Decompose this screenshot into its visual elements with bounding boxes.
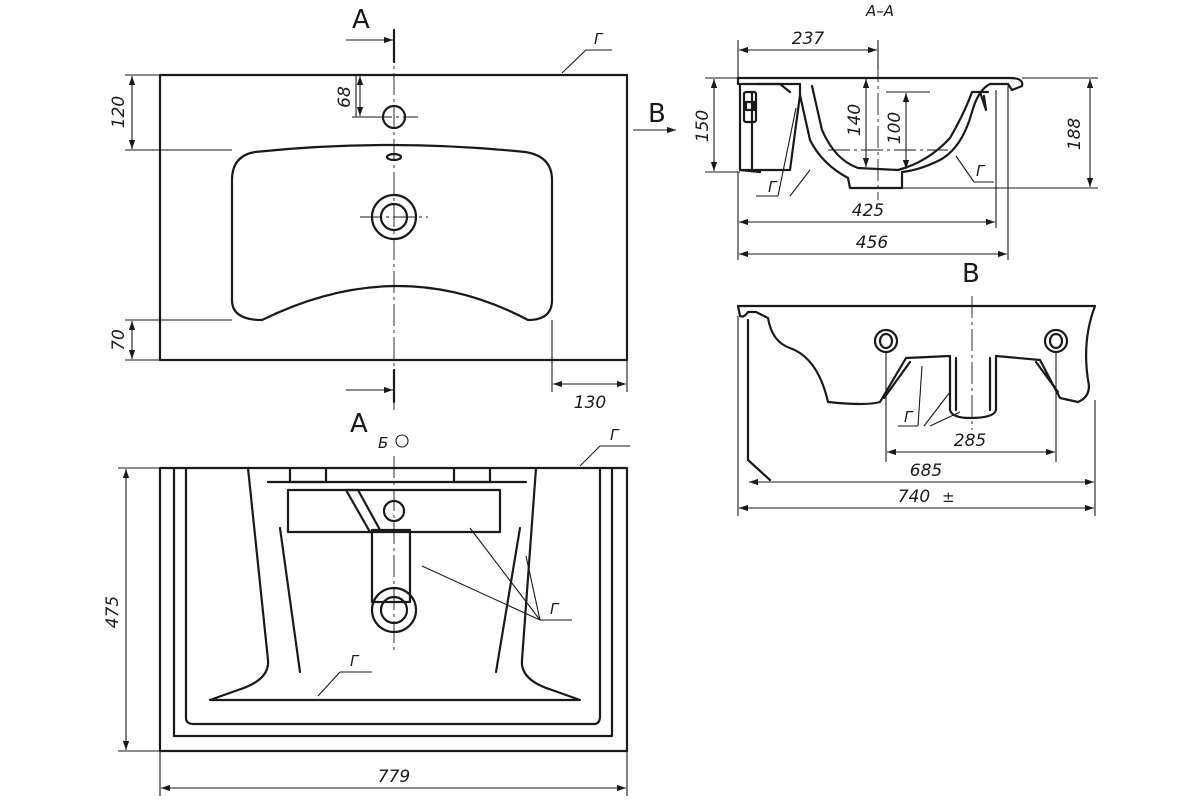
dim-237: 237 bbox=[792, 29, 825, 49]
glaze-label-side-view: Г bbox=[904, 408, 914, 426]
dim-779: 779 bbox=[378, 767, 410, 787]
view-b-arrow-label: В bbox=[648, 99, 666, 129]
section-outline-inner bbox=[810, 84, 990, 172]
bowl-outline bbox=[230, 143, 554, 322]
bottom-view-title: Б bbox=[378, 434, 388, 452]
dim-140: 140 bbox=[845, 104, 865, 136]
glaze-label-section-right: Г bbox=[976, 162, 986, 180]
bottom-bowl-outline bbox=[208, 466, 582, 702]
dim-100: 100 bbox=[885, 112, 905, 144]
section-title: А–А bbox=[865, 2, 894, 20]
bottom-outline bbox=[158, 466, 629, 753]
section-skirt bbox=[738, 82, 802, 174]
dim-740: 740 bbox=[898, 487, 930, 507]
dim-285: 285 bbox=[954, 431, 986, 451]
section-label-top: А bbox=[352, 5, 370, 35]
rotation-icon bbox=[395, 434, 409, 448]
dim-150: 150 bbox=[693, 110, 713, 142]
side-view-title: В bbox=[962, 259, 980, 289]
dim-425: 425 bbox=[852, 201, 884, 221]
basin-outline bbox=[158, 73, 629, 362]
glaze-label-bottom-top: Г bbox=[610, 426, 620, 444]
dim-475: 475 bbox=[103, 596, 123, 628]
drain-pipe-outline bbox=[370, 528, 412, 604]
overflow-channel bbox=[344, 488, 382, 534]
section-overflow-channel bbox=[742, 90, 758, 124]
dim-68: 68 bbox=[335, 86, 355, 108]
side-view-outline bbox=[736, 304, 1097, 420]
dim-685: 685 bbox=[910, 461, 942, 481]
bottom-view: Б 475 779 Г Г bbox=[103, 426, 630, 796]
top-view: А А В 120 68 70 130 Г bbox=[109, 5, 676, 439]
side-view-b: В 285 685 740 ± Г bbox=[736, 259, 1097, 516]
dim-188: 188 bbox=[1065, 118, 1085, 151]
glaze-label-bottom-right: Г bbox=[550, 600, 560, 618]
section-a-a-view: А–А 237 150 140 100 188 bbox=[693, 2, 1098, 260]
dim-456: 456 bbox=[856, 233, 889, 253]
glaze-label-section-left: Г bbox=[768, 178, 778, 196]
section-label-bottom: А bbox=[350, 409, 368, 439]
glaze-label-top-view: Г bbox=[594, 30, 604, 48]
dim-70: 70 bbox=[109, 329, 129, 351]
glaze-label-bottom-bowl: Г bbox=[350, 652, 360, 670]
dim-130: 130 bbox=[574, 393, 606, 413]
dim-120: 120 bbox=[109, 96, 129, 128]
tolerance-mark: ± bbox=[942, 488, 955, 506]
section-outline-outer bbox=[736, 76, 1024, 190]
